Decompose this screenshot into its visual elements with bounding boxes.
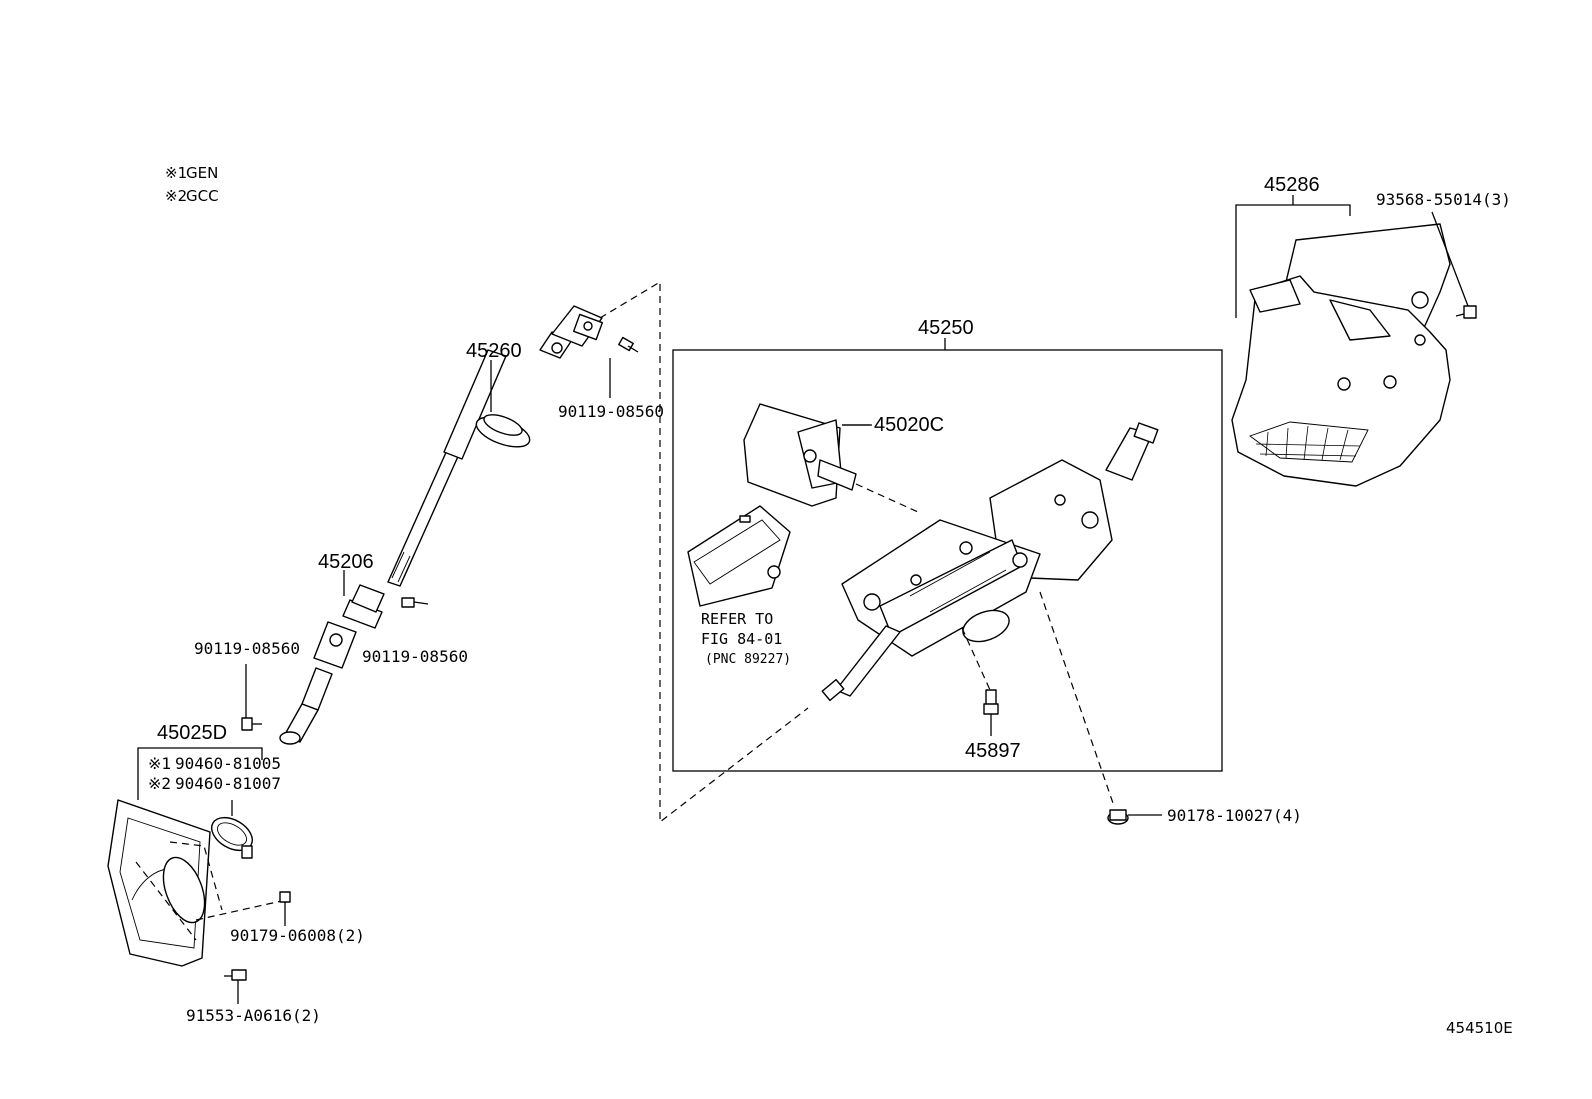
label-refer-line-3: (PNC 89227)	[705, 652, 791, 667]
legend: ※1 GEN ※2 GCC	[165, 164, 219, 205]
bolt-drawing-91553	[224, 969, 247, 1004]
screw-drawing-93568	[1431, 211, 1477, 319]
switch-assembly-drawing	[743, 403, 919, 513]
guide-nut	[195, 899, 287, 921]
lower-shaft-drawing	[279, 584, 385, 745]
guide-cover	[169, 841, 223, 911]
column-cover-drawing	[1231, 223, 1451, 487]
column-assembly-box	[672, 349, 1223, 772]
label-seal-mark-1: ※1	[148, 754, 171, 773]
label-45025D: 45025D	[157, 722, 227, 744]
legend-text-2: GCC	[186, 187, 219, 205]
column-drawing	[821, 422, 1159, 702]
label-nut-90178: 90178-10027(4)	[1167, 806, 1302, 825]
nut-drawing-90178	[1107, 809, 1162, 825]
module-drawing	[687, 505, 791, 607]
legend-text-1: GEN	[186, 164, 218, 182]
diagram-id: 454510E	[1446, 1019, 1513, 1037]
label-seal-1: 90460-81005	[175, 754, 281, 773]
legend-mark-1: ※1	[165, 164, 187, 182]
label-45020C: 45020C	[874, 414, 944, 436]
legend-mark-2: ※2	[165, 187, 187, 205]
label-45260: 45260	[466, 340, 522, 362]
label-refer-line-1: REFER TO	[701, 610, 773, 628]
label-bolt-90119-a: 90119-08560	[558, 402, 664, 421]
nut-drawing-90179	[279, 891, 291, 926]
label-bolt-90119-b: 90119-08560	[362, 647, 468, 666]
label-45206: 45206	[318, 551, 374, 573]
label-45286: 45286	[1264, 174, 1320, 196]
bolt-drawing-45897	[961, 627, 999, 736]
label-bolt-90119-c: 90119-08560	[194, 639, 300, 658]
label-45250: 45250	[918, 317, 974, 339]
bolt-drawing-1	[609, 336, 639, 398]
guide-90178	[1039, 591, 1115, 807]
bolt-drawing-2	[401, 597, 429, 608]
seal-ring-drawing	[211, 800, 253, 859]
label-screw-93568: 93568-55014(3)	[1376, 190, 1511, 209]
bolt-drawing-3	[241, 664, 262, 731]
label-bolt-91553: 91553-A0616(2)	[186, 1006, 321, 1025]
label-seal-mark-2: ※2	[148, 774, 171, 793]
label-nut-90179: 90179-06008(2)	[230, 926, 365, 945]
bracket-45025D	[137, 747, 263, 800]
hole-cover-drawing	[107, 799, 211, 967]
label-seal-2: 90460-81007	[175, 774, 281, 793]
label-45897: 45897	[965, 740, 1021, 762]
label-refer-line-2: FIG 84-01	[701, 630, 782, 648]
